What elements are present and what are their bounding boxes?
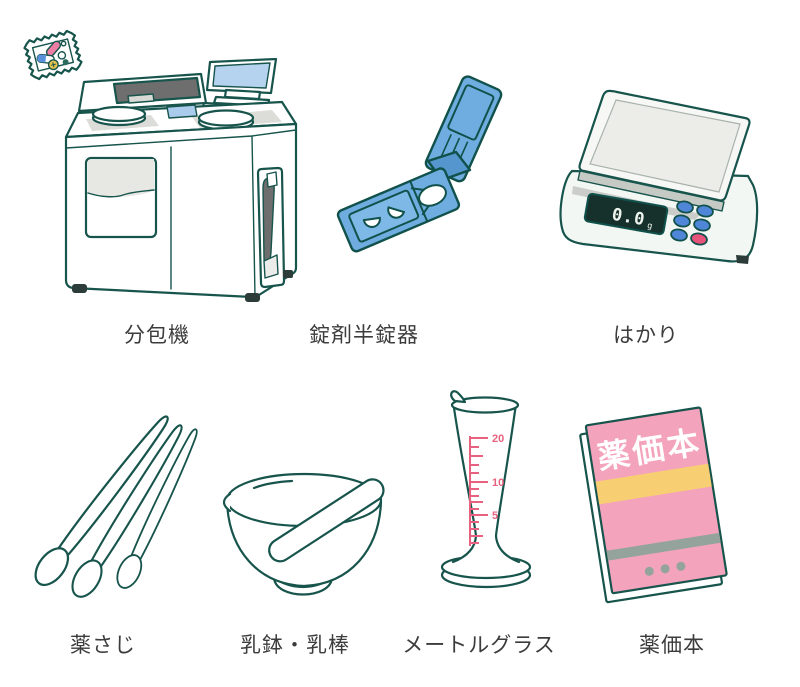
machine-top-deck xyxy=(77,72,208,113)
graduation-label-20: 20 xyxy=(492,433,504,445)
caption-book: 薬価本 xyxy=(639,634,705,657)
display-unit: g xyxy=(646,221,653,232)
graduation-label-10: 10 xyxy=(492,477,504,489)
whole-tablet xyxy=(418,184,447,207)
drug-price-book-illustration: 薬価本 xyxy=(579,406,728,604)
machine-control-panel xyxy=(166,104,198,119)
machine-monitor xyxy=(200,58,279,116)
caption-scale: はかり xyxy=(613,324,679,347)
machine-body xyxy=(64,122,298,302)
packing-machine-illustration xyxy=(64,58,298,302)
medicine-spoons-illustration xyxy=(27,408,207,603)
caption-splitter: 錠剤半錠器 xyxy=(309,324,419,347)
splitter-tray xyxy=(336,167,461,253)
caption-spoons: 薬さじ xyxy=(70,634,136,657)
graduation-label-5: 5 xyxy=(492,510,498,522)
caption-bunpoki: 分包機 xyxy=(124,324,190,347)
scale-buttons xyxy=(670,200,714,246)
mortar-pestle-illustration xyxy=(222,472,385,596)
pestle xyxy=(268,478,385,563)
scale-display: 0.0 g xyxy=(583,192,669,236)
tablet-splitter-illustration xyxy=(336,75,503,253)
caption-mortar: 乳鉢・乳棒 xyxy=(240,634,350,657)
medicine-packet-icon xyxy=(23,29,83,81)
measuring-glass-illustration: 20 10 5 xyxy=(440,390,532,589)
caption-glass: メートルグラス xyxy=(402,634,556,657)
digital-scale-illustration: 0.0 g xyxy=(559,89,759,264)
pills xyxy=(36,40,69,71)
graduation-marks xyxy=(469,436,488,546)
machine-worktop xyxy=(64,100,298,139)
